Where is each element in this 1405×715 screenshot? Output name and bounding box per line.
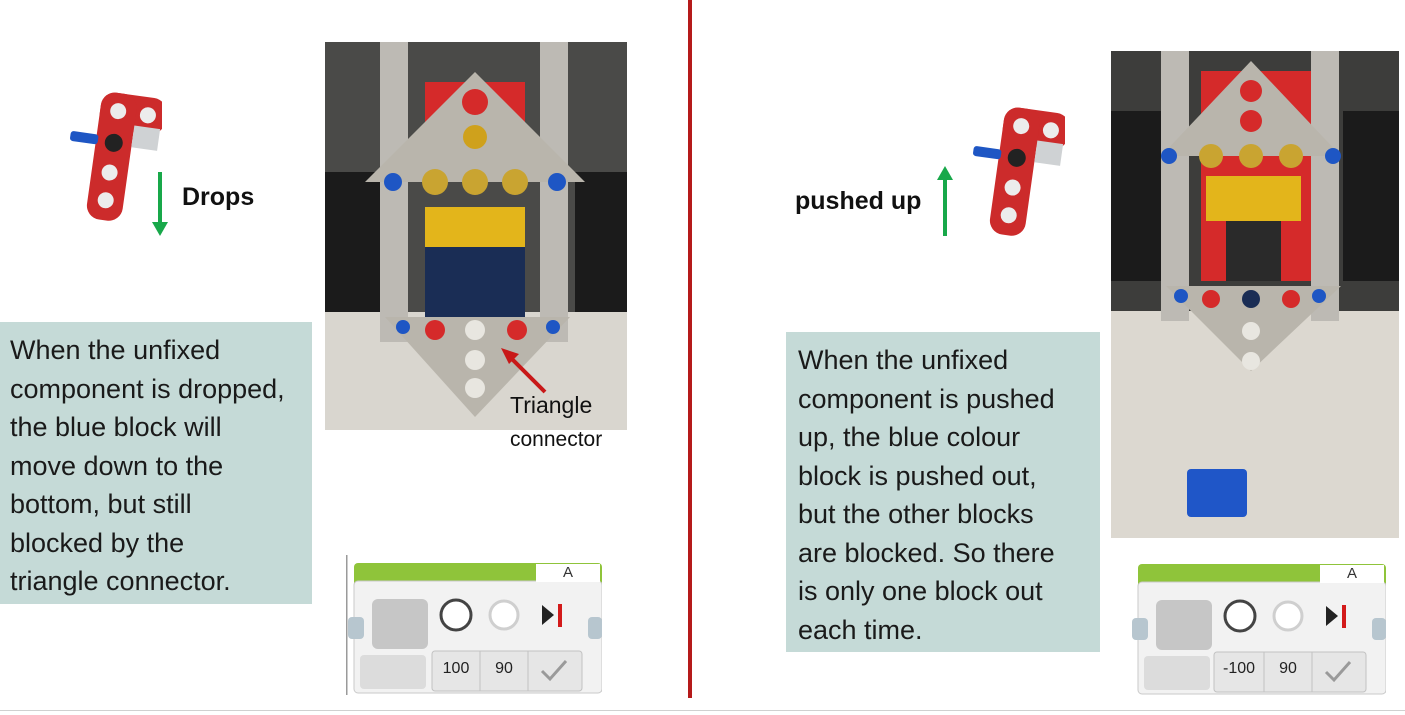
right-explanation-note: When the unfixed component is pushed up,… bbox=[786, 332, 1100, 652]
drops-caption: Drops bbox=[182, 183, 255, 211]
motor-port-right: A bbox=[1320, 565, 1384, 583]
down-arrow-icon bbox=[150, 172, 170, 238]
triangle-callout-line2: connector bbox=[510, 428, 603, 451]
motor-degrees-left: 90 bbox=[495, 660, 513, 677]
left-explanation-note: When the unfixed component is dropped, t… bbox=[0, 322, 312, 604]
motor-block-right: A -100 90 bbox=[1128, 560, 1386, 700]
motor-power-right: -100 bbox=[1222, 660, 1256, 677]
pushed-up-caption: pushed up bbox=[795, 187, 922, 215]
up-arrow-icon bbox=[935, 166, 955, 236]
lego-part-illustration-right bbox=[955, 95, 1070, 245]
motor-power-left: 100 bbox=[442, 660, 470, 677]
mechanism-photo-pushed bbox=[1111, 51, 1399, 538]
mechanism-photo-dropped bbox=[325, 42, 627, 430]
triangle-callout-line1: Triangle bbox=[510, 392, 593, 418]
left-note-text: When the unfixed component is dropped, t… bbox=[10, 335, 285, 596]
lego-part-illustration bbox=[52, 80, 167, 230]
motor-block-left: A 100 90 bbox=[344, 555, 602, 695]
motor-degrees-right: 90 bbox=[1279, 660, 1297, 677]
center-divider bbox=[688, 0, 692, 698]
slide-bottom-line bbox=[0, 710, 1405, 711]
motor-port-left: A bbox=[536, 564, 600, 582]
right-note-text: When the unfixed component is pushed up,… bbox=[798, 345, 1055, 645]
